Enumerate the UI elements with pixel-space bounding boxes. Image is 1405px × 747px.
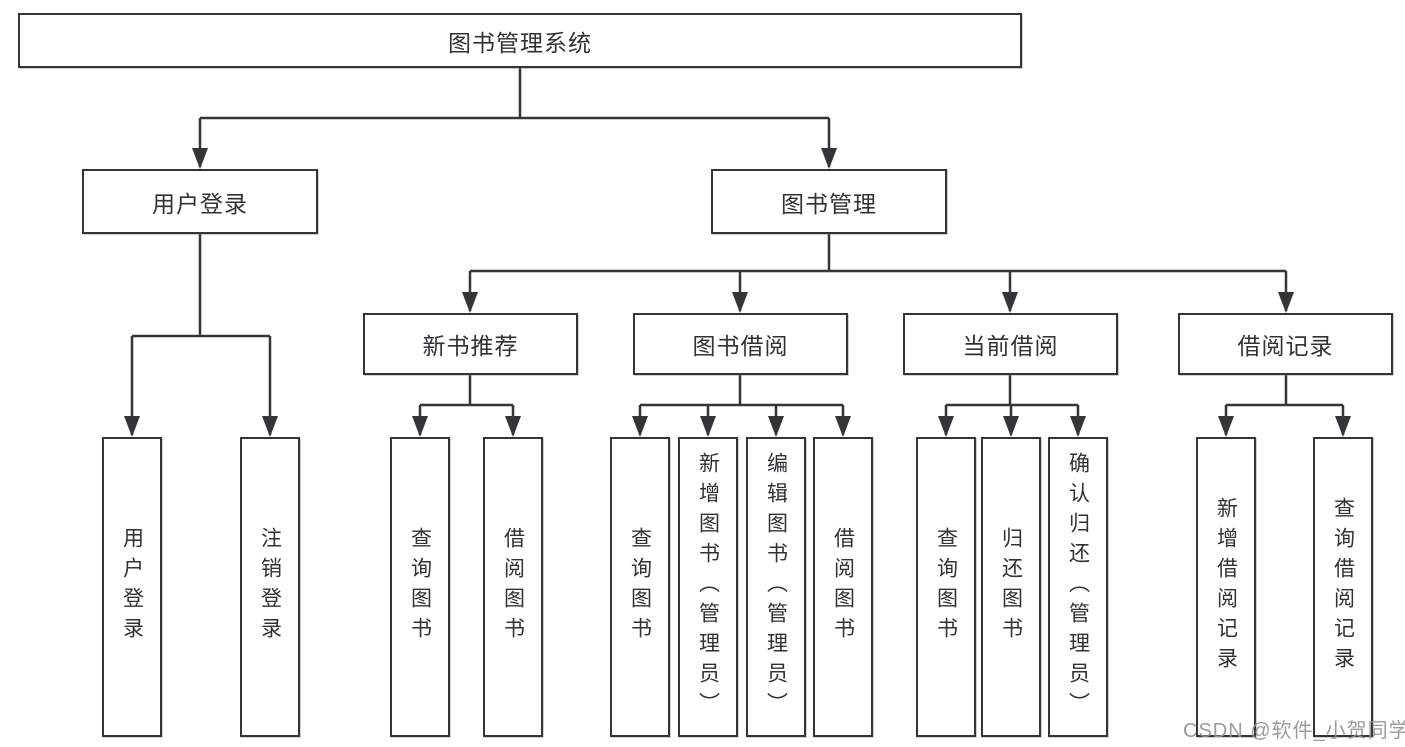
node-user-login-label: 用户登录	[152, 190, 248, 217]
leaf-borrow-query-books-label: 查询图书	[628, 527, 652, 647]
node-new-book-recommend-label: 新书推荐	[422, 333, 519, 359]
leaf-newbooks-query-books-label: 查询图书	[408, 527, 432, 647]
node-root-system-label: 图书管理系统	[448, 29, 592, 56]
csdn-watermark: CSDN @软件_小贺同学	[1183, 720, 1405, 742]
leaf-logout-label: 注销登录	[258, 527, 282, 647]
leaf-current-confirm-return-admin: 确认归还（管理员）	[1048, 437, 1108, 737]
leaf-borrow-borrow-books: 借阅图书	[813, 437, 873, 737]
node-borrow-records-label: 借阅记录	[1237, 333, 1334, 359]
leaf-borrow-edit-books-admin: 编辑图书（管理员）	[746, 437, 806, 737]
leaf-user-login-label: 用户登录	[120, 527, 144, 647]
leaf-newbooks-borrow-books: 借阅图书	[483, 437, 543, 737]
node-borrow-records: 借阅记录	[1178, 313, 1393, 375]
node-new-book-recommend: 新书推荐	[363, 313, 578, 375]
leaf-borrow-add-books-admin: 新增图书（管理员）	[678, 437, 738, 737]
leaf-current-query-books: 查询图书	[916, 437, 976, 737]
leaf-borrow-query-books: 查询图书	[610, 437, 670, 737]
arrowheads	[124, 148, 1351, 437]
node-book-management-label: 图书管理	[781, 190, 877, 217]
leaf-records-add-record-label: 新增借阅记录	[1214, 497, 1238, 677]
node-current-borrow: 当前借阅	[903, 313, 1118, 375]
node-user-login: 用户登录	[82, 169, 318, 234]
node-book-borrow-label: 图书借阅	[692, 333, 789, 359]
leaf-current-return-books-label: 归还图书	[999, 527, 1023, 647]
leaf-borrow-add-books-admin-label: 新增图书（管理员）	[696, 452, 720, 722]
leaf-records-query-record-label: 查询借阅记录	[1331, 497, 1355, 677]
leaf-current-query-books-label: 查询图书	[934, 527, 958, 647]
leaf-borrow-borrow-books-label: 借阅图书	[831, 527, 855, 647]
leaf-logout: 注销登录	[240, 437, 300, 737]
leaf-newbooks-borrow-books-label: 借阅图书	[501, 527, 525, 647]
leaf-records-add-record: 新增借阅记录	[1196, 437, 1256, 737]
leaf-user-login: 用户登录	[102, 437, 162, 737]
node-current-borrow-label: 当前借阅	[962, 333, 1059, 359]
node-root-system: 图书管理系统	[18, 13, 1022, 68]
leaf-current-confirm-return-admin-label: 确认归还（管理员）	[1066, 452, 1090, 722]
node-book-management: 图书管理	[711, 169, 947, 234]
leaf-borrow-edit-books-admin-label: 编辑图书（管理员）	[764, 452, 788, 722]
node-book-borrow: 图书借阅	[633, 313, 848, 375]
leaf-current-return-books: 归还图书	[981, 437, 1041, 737]
connector-segments	[130, 68, 1345, 435]
leaf-records-query-record: 查询借阅记录	[1313, 437, 1373, 737]
leaf-newbooks-query-books: 查询图书	[390, 437, 450, 737]
